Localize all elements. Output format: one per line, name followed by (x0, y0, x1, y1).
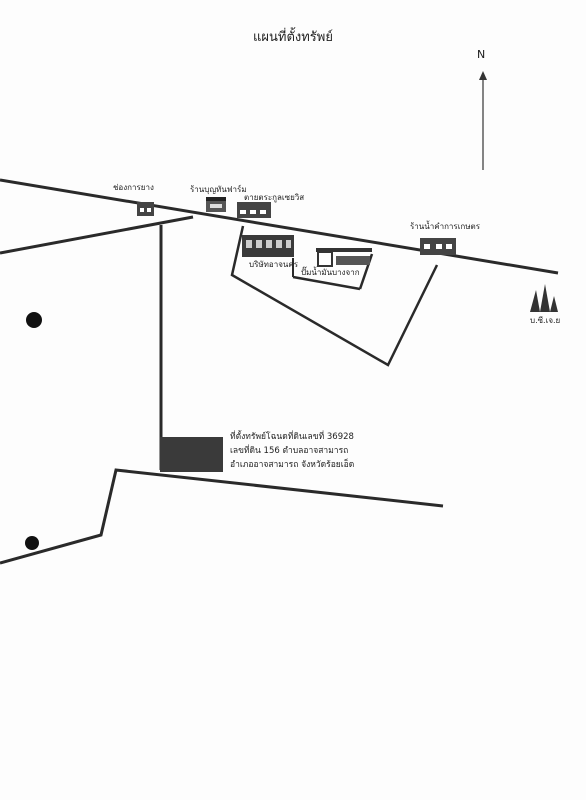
label-ptt: บ.ซี.เจ.ย (530, 316, 561, 325)
service-road (292, 275, 361, 291)
label-farm-shop: ร้านบุญทันฟาร์ม (190, 185, 247, 194)
parcel-line-3: อำเภออาจสามารถ จังหวัดร้อยเอ็ด (230, 460, 355, 470)
agri-shop-icon (420, 238, 456, 255)
label-gas-station: ปั๊มน้ำมันบางจาก (301, 268, 360, 277)
bakery-icon (237, 202, 271, 218)
label-rubber-shop: ช่องการยาง (113, 183, 154, 192)
rubber-shop-icon (137, 202, 154, 216)
parcel-block (160, 437, 223, 472)
label-company: บริษัทอาจนคร (249, 260, 299, 269)
parcel-line-1: ที่ตั้งทรัพย์โฉนดที่ดินเลขที่ 36928 (230, 432, 354, 442)
ptt-tower-icon (530, 284, 558, 312)
marker-dot (25, 536, 39, 550)
company-icon (242, 235, 294, 257)
lower-road (0, 468, 444, 565)
gas-station-icon (316, 248, 372, 267)
marker-dot (26, 312, 42, 328)
main-road (0, 178, 559, 275)
map-title: แผนที่ตั้งทรัพย์ (253, 30, 333, 45)
label-bakery: ตายตระกูลเซยวิส (244, 193, 305, 202)
north-arrow-head (479, 71, 487, 80)
label-agri-shop: ร้านน้ำคำการเกษตร (410, 222, 481, 231)
parcel-line-2: เลขที่ดิน 156 ตำบลอาจสามารถ (230, 446, 349, 456)
branch-road-west (0, 215, 194, 255)
parcel-description: ที่ตั้งทรัพย์โฉนดที่ดินเลขที่ 36928 เลขท… (230, 430, 354, 472)
service-area (230, 225, 439, 367)
farm-shop-icon (206, 197, 226, 212)
north-label: N (477, 48, 486, 61)
